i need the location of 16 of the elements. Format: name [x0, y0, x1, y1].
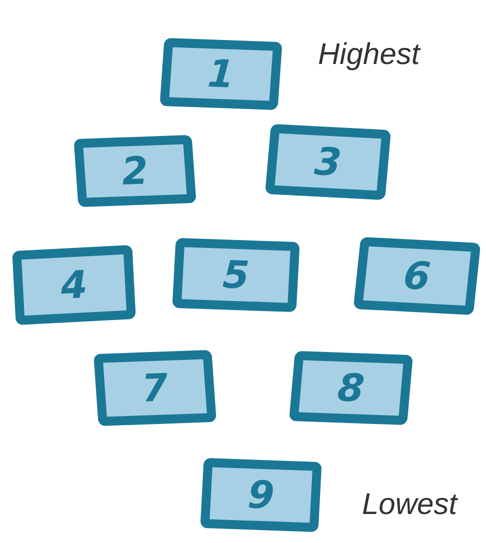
number-card	[93, 350, 217, 426]
rank-number: 6	[402, 256, 432, 296]
number-card	[160, 38, 282, 110]
rank-number: 9	[246, 476, 276, 514]
number-card	[200, 458, 322, 532]
rank-number: 5	[222, 256, 250, 294]
rank-number: 1	[206, 54, 236, 94]
rank-number: 7	[140, 368, 170, 408]
number-card	[172, 238, 300, 312]
rank-number: 3	[313, 142, 343, 182]
rank-number: 2	[120, 152, 150, 190]
rank-label: Lowest	[362, 488, 458, 522]
rank-number: 4	[60, 265, 88, 305]
number-card	[74, 134, 196, 208]
rank-number: 8	[336, 368, 366, 408]
rank-label: Highest	[318, 38, 420, 72]
